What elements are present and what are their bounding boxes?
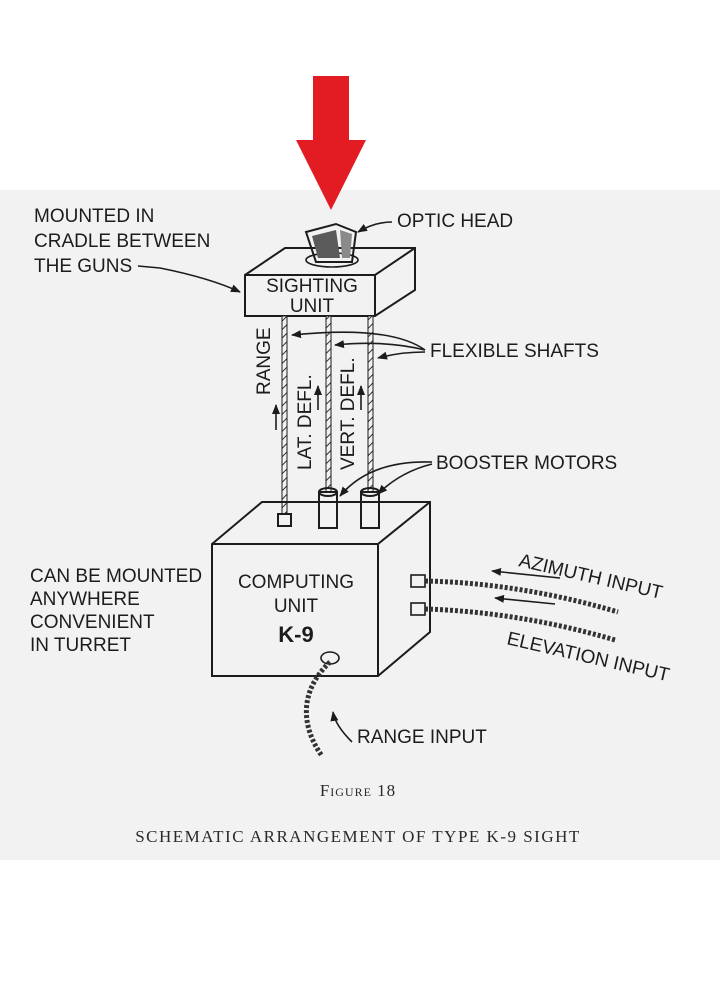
computing-unit-label-1: COMPUTING — [238, 572, 354, 593]
can-be-mounted-label-2: ANYWHERE — [30, 589, 140, 610]
lat-defl-shaft-label: LAT. DEFL. — [295, 374, 316, 470]
sighting-unit: SIGHTING UNIT — [244, 247, 416, 317]
mounted-leader-arrow — [137, 265, 241, 293]
booster-motors-label: BOOSTER MOTORS — [436, 453, 617, 474]
sighting-unit-label-1: SIGHTING — [266, 276, 358, 297]
computing-unit-label-2: UNIT — [274, 596, 319, 617]
vert-defl-shaft-label: VERT. DEFL. — [338, 357, 359, 470]
computing-unit-model: K-9 — [278, 622, 313, 647]
pointer-arrow — [296, 76, 366, 210]
mounted-label-3: THE GUNS — [34, 256, 132, 277]
shaft-leader-3 — [377, 351, 426, 360]
range-input-arrow — [330, 711, 353, 743]
can-be-mounted-label-1: CAN BE MOUNTED — [30, 566, 202, 587]
flexible-shafts-label: FLEXIBLE SHAFTS — [430, 341, 599, 362]
sighting-unit-label-2: UNIT — [290, 296, 335, 317]
computing-unit: COMPUTING UNIT K-9 — [211, 501, 431, 677]
mounted-label-1: MOUNTED IN — [34, 206, 154, 227]
input-cables — [303, 574, 619, 758]
optic-head-leader — [357, 221, 393, 233]
figure-number: Figure 18 — [320, 781, 396, 800]
optic-head-label: OPTIC HEAD — [397, 211, 513, 232]
shaft-leader-1 — [291, 330, 426, 351]
range-input-label: RANGE INPUT — [357, 727, 487, 748]
booster-motors — [277, 487, 380, 529]
optic-head — [304, 222, 359, 268]
azimuth-arrow — [491, 567, 561, 579]
can-be-mounted-label-3: CONVENIENT — [30, 612, 155, 633]
range-shaft-label: RANGE — [254, 327, 275, 395]
shaft-leader-2 — [334, 340, 426, 351]
can-be-mounted-label-4: IN TURRET — [30, 635, 131, 656]
elevation-arrow — [494, 594, 556, 605]
booster-leader-1 — [339, 461, 433, 497]
figure-title: SCHEMATIC ARRANGEMENT OF TYPE K-9 SIGHT — [135, 827, 581, 846]
mounted-label-2: CRADLE BETWEEN — [34, 231, 210, 252]
booster-leader-2 — [377, 463, 433, 495]
